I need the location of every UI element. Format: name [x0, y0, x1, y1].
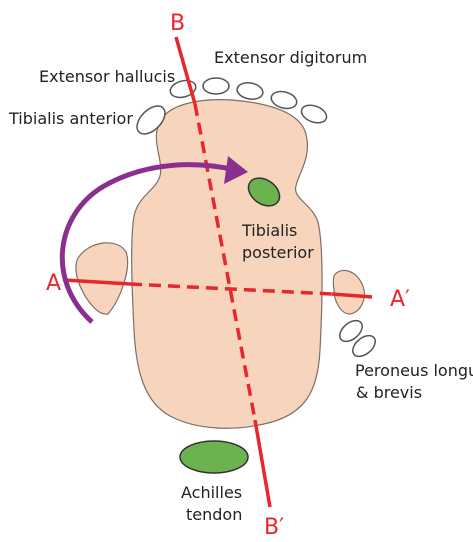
medial-malleolus-shape — [76, 243, 128, 314]
axis-b-solid-bottom — [255, 420, 270, 507]
lateral-malleolus-shape — [333, 270, 364, 314]
extensor-tendon-oval — [299, 102, 329, 126]
axis-b-bottom-label: B′ — [264, 515, 284, 540]
tibialis-anterior-label: Tibialis anterior — [8, 109, 133, 128]
axis-b-top-label: B — [170, 11, 185, 36]
achilles-label-line2: tendon — [186, 505, 242, 524]
achilles-label-line1: Achilles — [181, 483, 242, 502]
peroneus-label-line1: Peroneus longus — [355, 361, 473, 380]
tibialis-posterior-label-line1: Tibialis — [241, 221, 297, 240]
extensor-tendon-oval — [236, 81, 264, 101]
peroneus-label-line2: & brevis — [356, 383, 422, 402]
tibialis-posterior-label-line2: posterior — [242, 243, 314, 262]
axis-a-right-label: A′ — [390, 287, 410, 312]
extensor-digitorum-label: Extensor digitorum — [214, 48, 367, 67]
achilles-tendon — [180, 441, 248, 473]
peroneus-tendon-group — [336, 317, 379, 361]
axis-a-left-label: A — [46, 271, 61, 296]
extensor-hallucis-label: Extensor hallucis — [39, 67, 175, 86]
extensor-tendon-oval — [203, 78, 229, 94]
